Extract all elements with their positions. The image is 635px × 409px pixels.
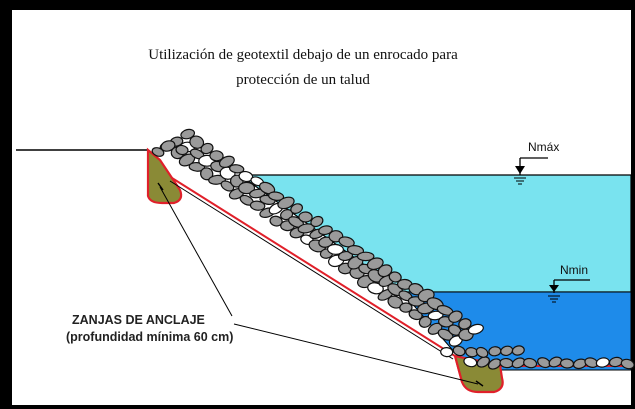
rock (297, 223, 315, 234)
pointer-line-lower (233, 323, 479, 385)
rock (463, 356, 478, 368)
rock (318, 225, 333, 236)
rock (475, 346, 489, 358)
nmax-marker (514, 157, 548, 185)
rock (268, 191, 285, 201)
nmax-label: Nmáx (528, 140, 559, 154)
rock (290, 203, 303, 214)
rock (366, 257, 384, 270)
rock (511, 345, 525, 356)
rock (200, 142, 214, 155)
rock (310, 215, 324, 228)
riprap-rock-layer (151, 128, 635, 370)
rock (175, 144, 189, 156)
slope-face-line (169, 180, 454, 360)
rock (440, 346, 454, 358)
rock (338, 236, 355, 248)
rock (548, 356, 563, 368)
rock (388, 271, 402, 283)
pointer-tick-upper (157, 182, 164, 191)
rock (238, 181, 256, 195)
rock (452, 345, 466, 357)
rock (399, 302, 413, 313)
rock (218, 155, 235, 168)
rock (356, 251, 375, 262)
rock (160, 140, 176, 152)
upper-anchor-trench (146, 147, 183, 205)
rock (151, 147, 165, 157)
pointer-tick-lower (475, 380, 484, 387)
rock (298, 211, 313, 223)
rock (467, 323, 484, 335)
anchor-label-line-2: (profundidad mínima 60 cm) (66, 330, 233, 344)
title-line-2: protección de un talud (236, 72, 370, 88)
title-line-1: Utilización de geotextil debajo de un en… (148, 47, 458, 63)
rock (327, 243, 344, 255)
rock (559, 358, 575, 369)
rock (523, 357, 538, 369)
rock (180, 128, 196, 140)
nmin-label: Nmin (560, 263, 588, 277)
rock (448, 310, 463, 323)
anchor-label-line-1: ZANJAS DE ANCLAJE (72, 313, 205, 327)
rock (209, 150, 224, 162)
rock (476, 356, 490, 368)
rock (346, 245, 365, 256)
pointer-line-upper (159, 186, 233, 317)
rock (458, 318, 472, 330)
rock (377, 264, 393, 278)
nmin-marker (548, 279, 590, 303)
rock (337, 250, 354, 262)
rock (620, 358, 635, 370)
rock (249, 200, 266, 211)
rock (367, 282, 384, 295)
rock (277, 196, 295, 210)
rock (229, 164, 245, 174)
